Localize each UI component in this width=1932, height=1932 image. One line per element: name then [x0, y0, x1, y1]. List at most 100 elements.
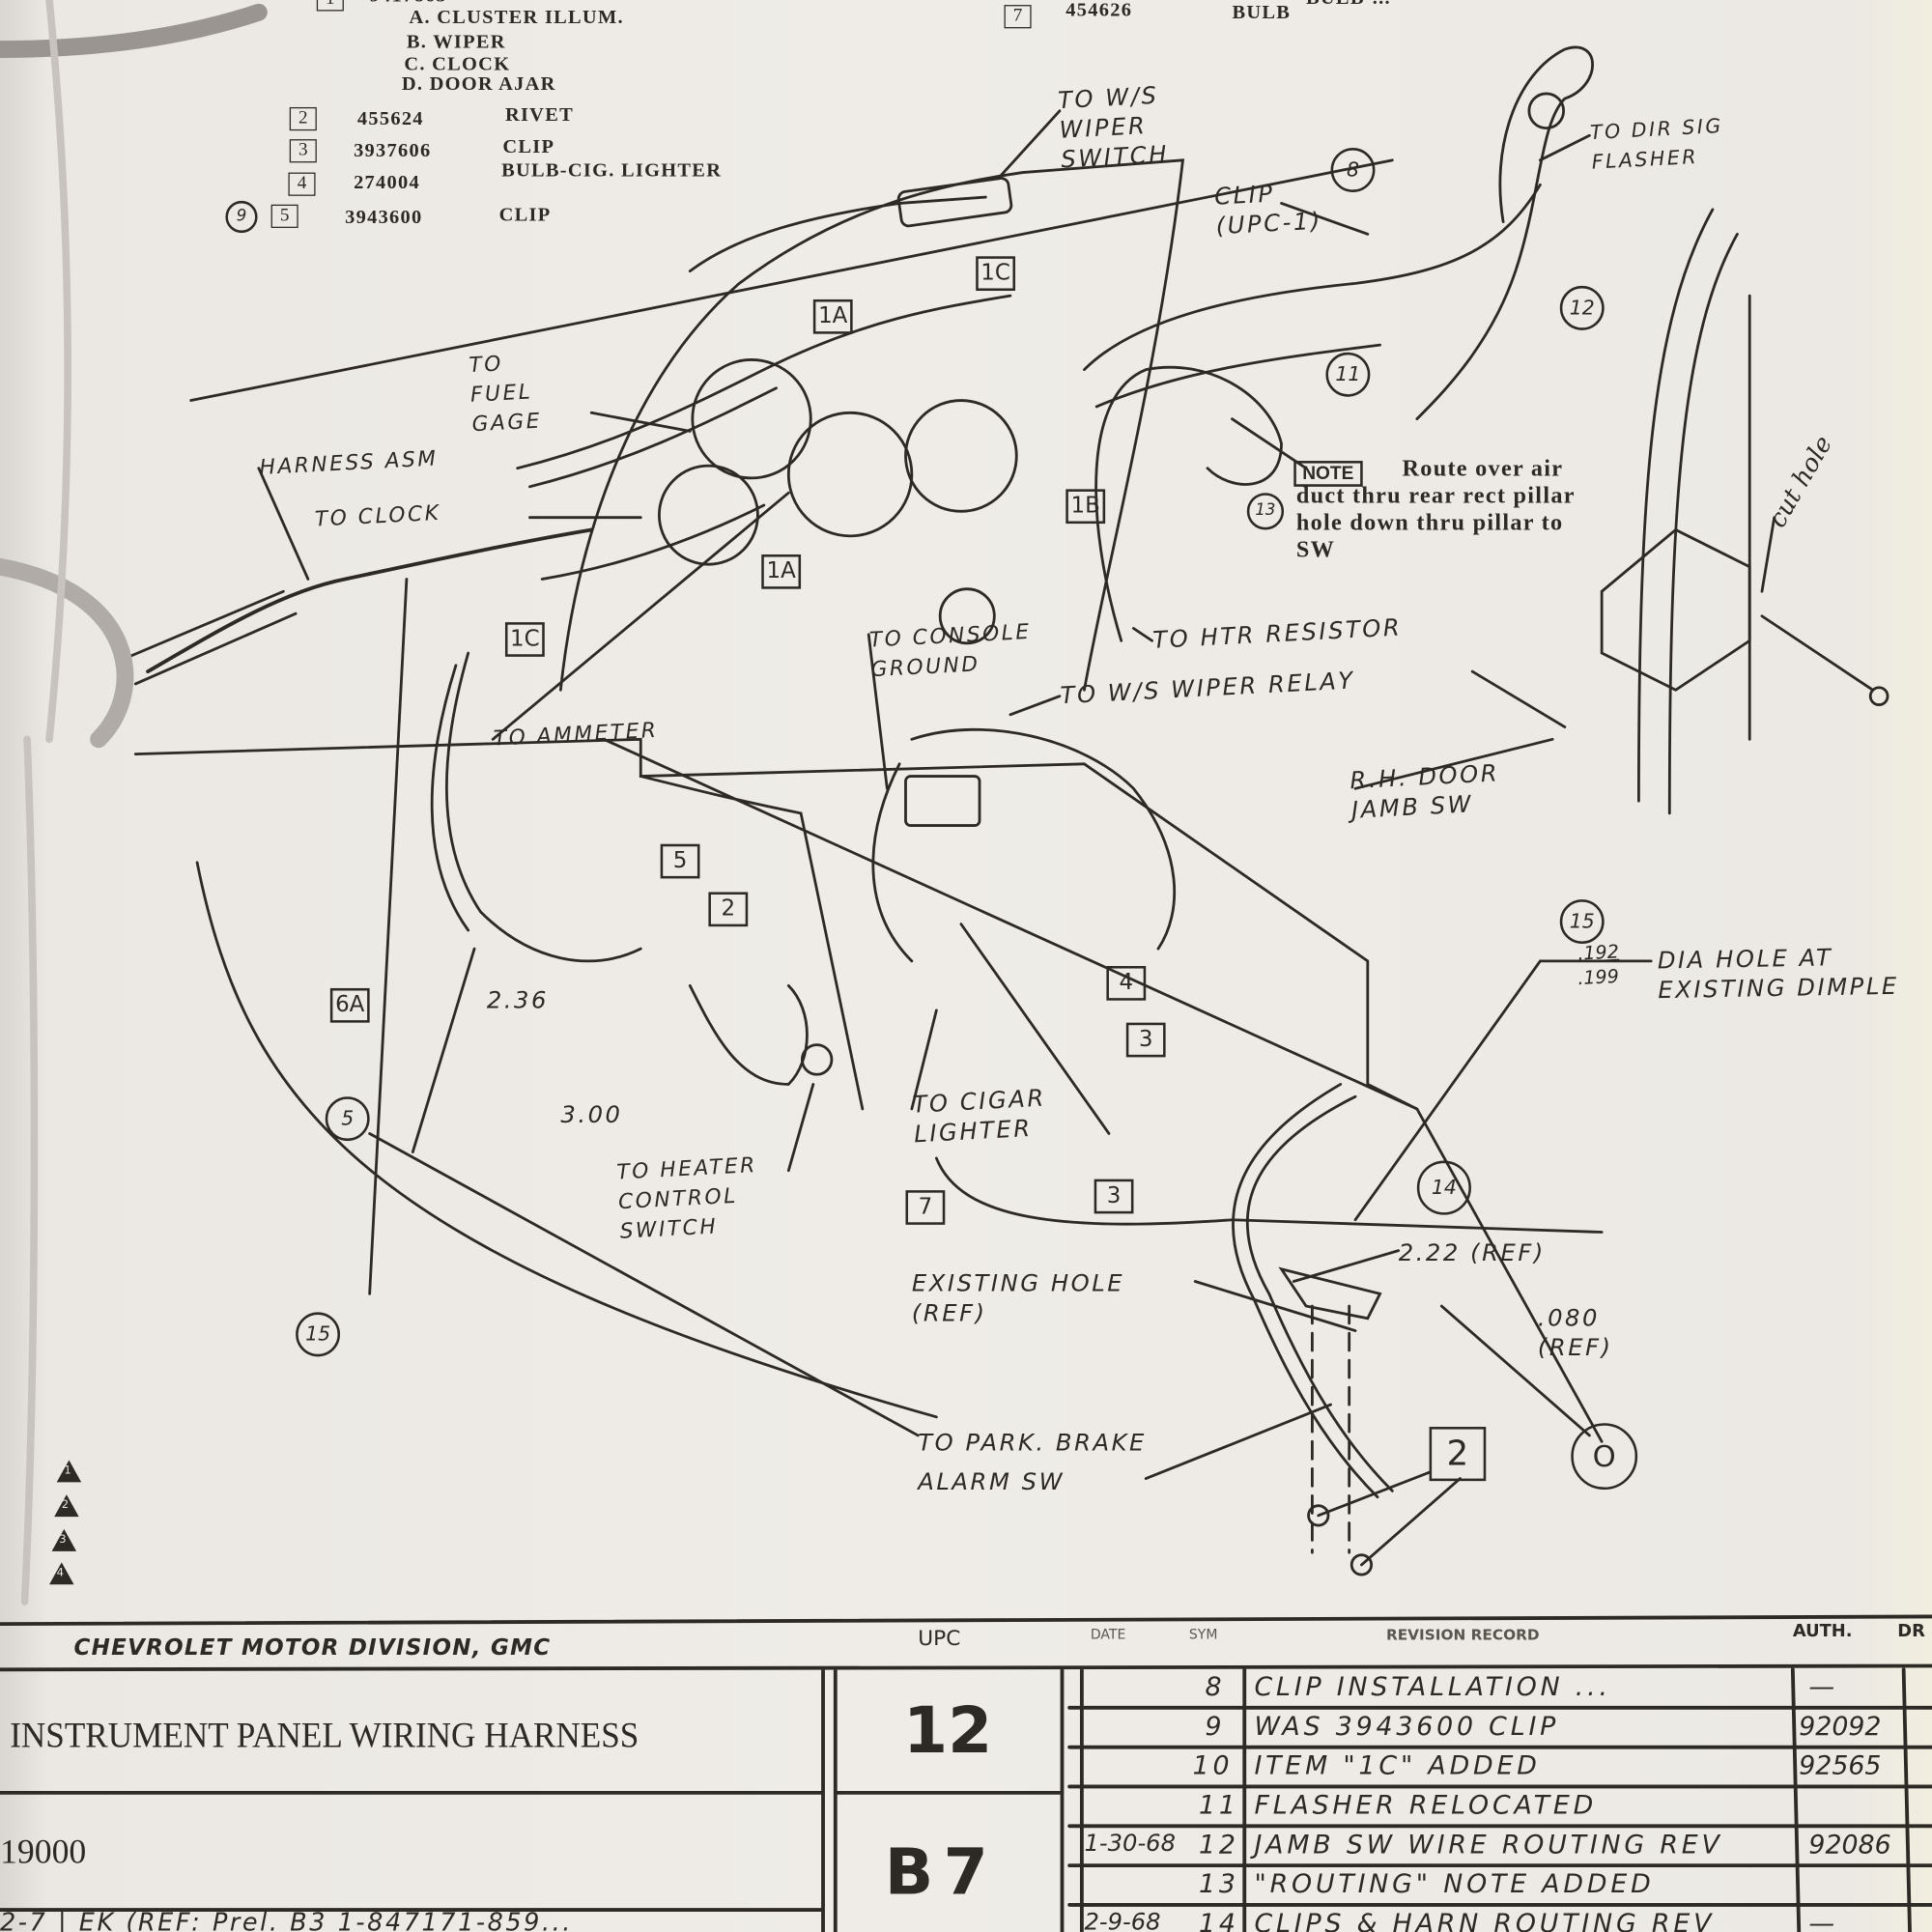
revision-text: CLIP INSTALLATION ... [1254, 1671, 1611, 1702]
harness-wiper-branch [688, 195, 987, 273]
label-wiper-switch: TO W/S WIPER SWITCH [1057, 82, 1170, 174]
label-dia-top: .192 [1577, 940, 1620, 965]
box-5: 5 [660, 843, 700, 879]
revision-triangle-label: 1 [64, 1464, 71, 1478]
division-name: CHEVROLET MOTOR DIVISION, GMC [73, 1634, 552, 1662]
box-4: 4 [1106, 965, 1147, 1001]
revision-triangle-2: 2 [54, 1494, 79, 1518]
dash-outline [558, 158, 1185, 692]
console-connector [904, 775, 981, 827]
gauge-clock [657, 464, 759, 566]
revision-triangle-label: 3 [59, 1533, 67, 1547]
callout-11: 11 [1325, 352, 1371, 397]
console-harness [871, 727, 1177, 963]
binder-spine [20, 0, 71, 1605]
col-revision-record: REVISION RECORD [1385, 1626, 1540, 1644]
revision-row: 2-9-68 14 CLIPS & HARN ROUTING REV — [1069, 1906, 1932, 1932]
item-5-part: 3943600 [345, 207, 423, 228]
item-3-part: 3937606 [354, 140, 432, 162]
revision-text: WAS 3943600 CLIP [1254, 1711, 1560, 1742]
revision-triangle-label: 4 [56, 1567, 64, 1580]
label-park-brake: TO PARK. BRAKE ALARM SW [918, 1429, 1147, 1496]
item-4-name: BULB-CIG. LIGHTER [501, 159, 723, 182]
callout-5: 5 [325, 1096, 370, 1142]
label-heater-control: TO HEATER CONTROL SWITCH [615, 1152, 758, 1245]
item-3-name: CLIP [502, 136, 555, 158]
dash-top-line [189, 158, 1394, 402]
label-dim-236: 2.36 [486, 986, 549, 1014]
htr-resistor-loop [1094, 365, 1283, 642]
revision-text: CLIPS & HARN ROUTING REV [1254, 1908, 1716, 1932]
pillar [1637, 208, 1751, 815]
group-number: B7 [884, 1835, 998, 1911]
item-1-variant-b: B. WIPER [406, 32, 506, 53]
box-1c-top: 1C [976, 256, 1016, 292]
upc-label: UPC [918, 1626, 961, 1652]
revision-auth: 92086 [1808, 1830, 1891, 1860]
revision-triangle-1: 1 [56, 1460, 82, 1483]
note-tag: NOTE [1293, 461, 1363, 487]
revision-sym: 9 [1205, 1711, 1226, 1742]
label-fuel-gage: TO FUEL GAGE [468, 352, 543, 438]
col-sym: SYM [1188, 1626, 1218, 1643]
revision-sym: 14 [1199, 1908, 1239, 1932]
dash-lower-edge [133, 737, 1086, 779]
revision-row: 11 FLASHER RELOCATED [1069, 1788, 1932, 1827]
cigar-bulb [800, 1043, 834, 1076]
revision-row: 9 WAS 3943600 CLIP 92092 [1069, 1709, 1932, 1747]
rivet-2 [1350, 1553, 1374, 1577]
gauge-tach [904, 399, 1018, 513]
floor-diagonal [602, 737, 1604, 1443]
callout-15-left: 15 [296, 1312, 341, 1357]
revision-date: 2-9-68 [1084, 1908, 1161, 1932]
note-callout-13: 13 [1246, 493, 1285, 530]
flasher-bulb [1527, 92, 1566, 130]
col-auth: AUTH. [1792, 1621, 1853, 1641]
box-3-upper: 3 [1125, 1022, 1166, 1058]
clip-3-lower [1278, 1266, 1382, 1321]
item-1-part: 9417863 [370, 0, 447, 8]
box-1c-left: 1C [504, 622, 545, 657]
rivet-1 [1307, 1504, 1330, 1527]
revision-date: 1-30-68 [1084, 1830, 1177, 1858]
console-knob [938, 587, 996, 645]
box-3-lower: 3 [1094, 1179, 1134, 1214]
gauge-speedo [786, 411, 914, 538]
item-7-name: BULB-... [1306, 0, 1391, 10]
upc-number: 12 [902, 1693, 993, 1769]
label-clip-upc: CLIP (UPC-1) [1213, 180, 1323, 241]
binder-ring-top [0, 3, 268, 58]
revision-triangle-label: 2 [61, 1499, 70, 1513]
cowl-line [195, 861, 938, 1419]
revision-auth: — [1808, 1671, 1839, 1702]
box-1a-mid: 1A [761, 554, 802, 589]
callout-14: 14 [1416, 1160, 1471, 1215]
item-1-box: 1 [316, 0, 344, 12]
box-6a: 6A [329, 987, 370, 1023]
revision-triangle-3: 3 [51, 1528, 77, 1551]
revision-sym: 13 [1199, 1868, 1239, 1899]
item-2-box: 2 [289, 106, 317, 131]
drawing-number: 19000 [0, 1833, 87, 1872]
item-1-variant-d: D. DOOR AJAR [401, 73, 556, 96]
lower-panel [934, 1156, 1604, 1234]
harness-bundle [516, 294, 1012, 581]
label-cigar-lighter: TO CIGAR LIGHTER [911, 1084, 1047, 1149]
label-dim-080: .080 (REF) [1537, 1304, 1613, 1362]
revision-row: 10 ITEM "1C" ADDED 92565 [1069, 1748, 1932, 1787]
harness-drop [430, 651, 642, 963]
jamb-switch [1760, 614, 1875, 692]
callout-8: 8 [1330, 148, 1376, 192]
flasher-loop [1415, 45, 1594, 421]
item-4-part: 274004 [354, 172, 420, 194]
revision-row: 13 "ROUTING" NOTE ADDED [1069, 1866, 1932, 1905]
item-2-name: RIVET [504, 104, 574, 127]
note-text: Route over air duct thru rear rect pilla… [1295, 455, 1576, 563]
revision-sym: 11 [1199, 1790, 1239, 1820]
item-7-part: 454626 [1065, 0, 1133, 21]
item-2-part: 455624 [356, 108, 424, 129]
title-block-lines [0, 1614, 1932, 1932]
revision-row: 8 CLIP INSTALLATION ... — [1069, 1669, 1932, 1708]
